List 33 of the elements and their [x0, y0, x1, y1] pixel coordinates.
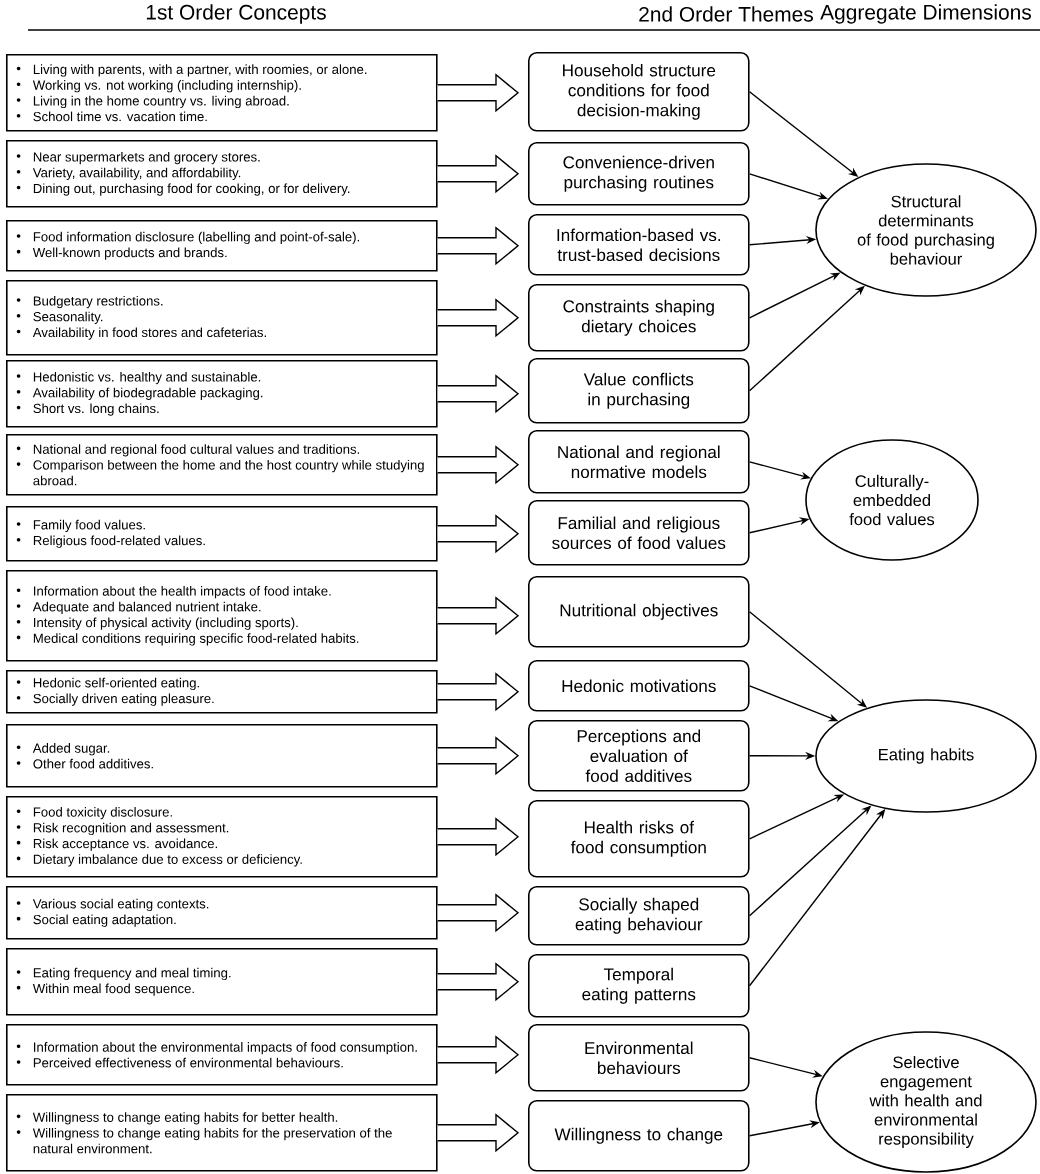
block-arrow — [436, 817, 520, 857]
block-arrow — [436, 298, 520, 338]
block-arrow — [436, 893, 520, 933]
theme-box: Nutritional objectives — [528, 576, 750, 648]
block-arrow — [436, 73, 520, 113]
block-arrow — [436, 514, 520, 554]
theme-box: Perceptions and evaluation of food additives — [528, 720, 750, 792]
block-arrow — [436, 374, 520, 414]
block-arrow — [436, 962, 520, 1002]
column-heading: 2nd Order Themes — [639, 6, 813, 22]
theme-box: Information-based vs. trust-based decisions — [528, 214, 750, 276]
theme-box: Willingness to change — [528, 1100, 750, 1172]
block-arrow — [436, 226, 520, 266]
column-heading: Aggregate Dimensions — [820, 4, 1031, 24]
theme-box: National and regional normative models — [528, 430, 750, 494]
theme-box: Environmental behaviours — [528, 1024, 750, 1092]
theme-box: Household structure conditions for food decision-making — [528, 52, 750, 132]
block-arrow — [436, 1035, 520, 1075]
theme-box: Familial and religious sources of food values — [528, 500, 750, 566]
block-arrow — [436, 154, 520, 194]
block-arrow — [436, 445, 520, 485]
theme-box: Constraints shaping dietary choices — [528, 284, 750, 352]
theme-box: Socially shaped eating behaviour — [528, 886, 750, 946]
theme-box: Hedonic motivations — [528, 660, 750, 712]
block-arrow — [436, 1113, 520, 1153]
theme-box: Convenience-driven purchasing routines — [528, 142, 750, 206]
theme-box: Value conflicts in purchasing — [528, 358, 750, 424]
block-arrow — [436, 596, 520, 636]
theme-box: Temporal eating patterns — [528, 954, 750, 1018]
column-heading: 1st Order Concepts — [146, 4, 326, 24]
block-arrow — [436, 736, 520, 776]
block-arrow — [436, 672, 520, 712]
theme-box: Health risks of food consumption — [528, 800, 750, 878]
